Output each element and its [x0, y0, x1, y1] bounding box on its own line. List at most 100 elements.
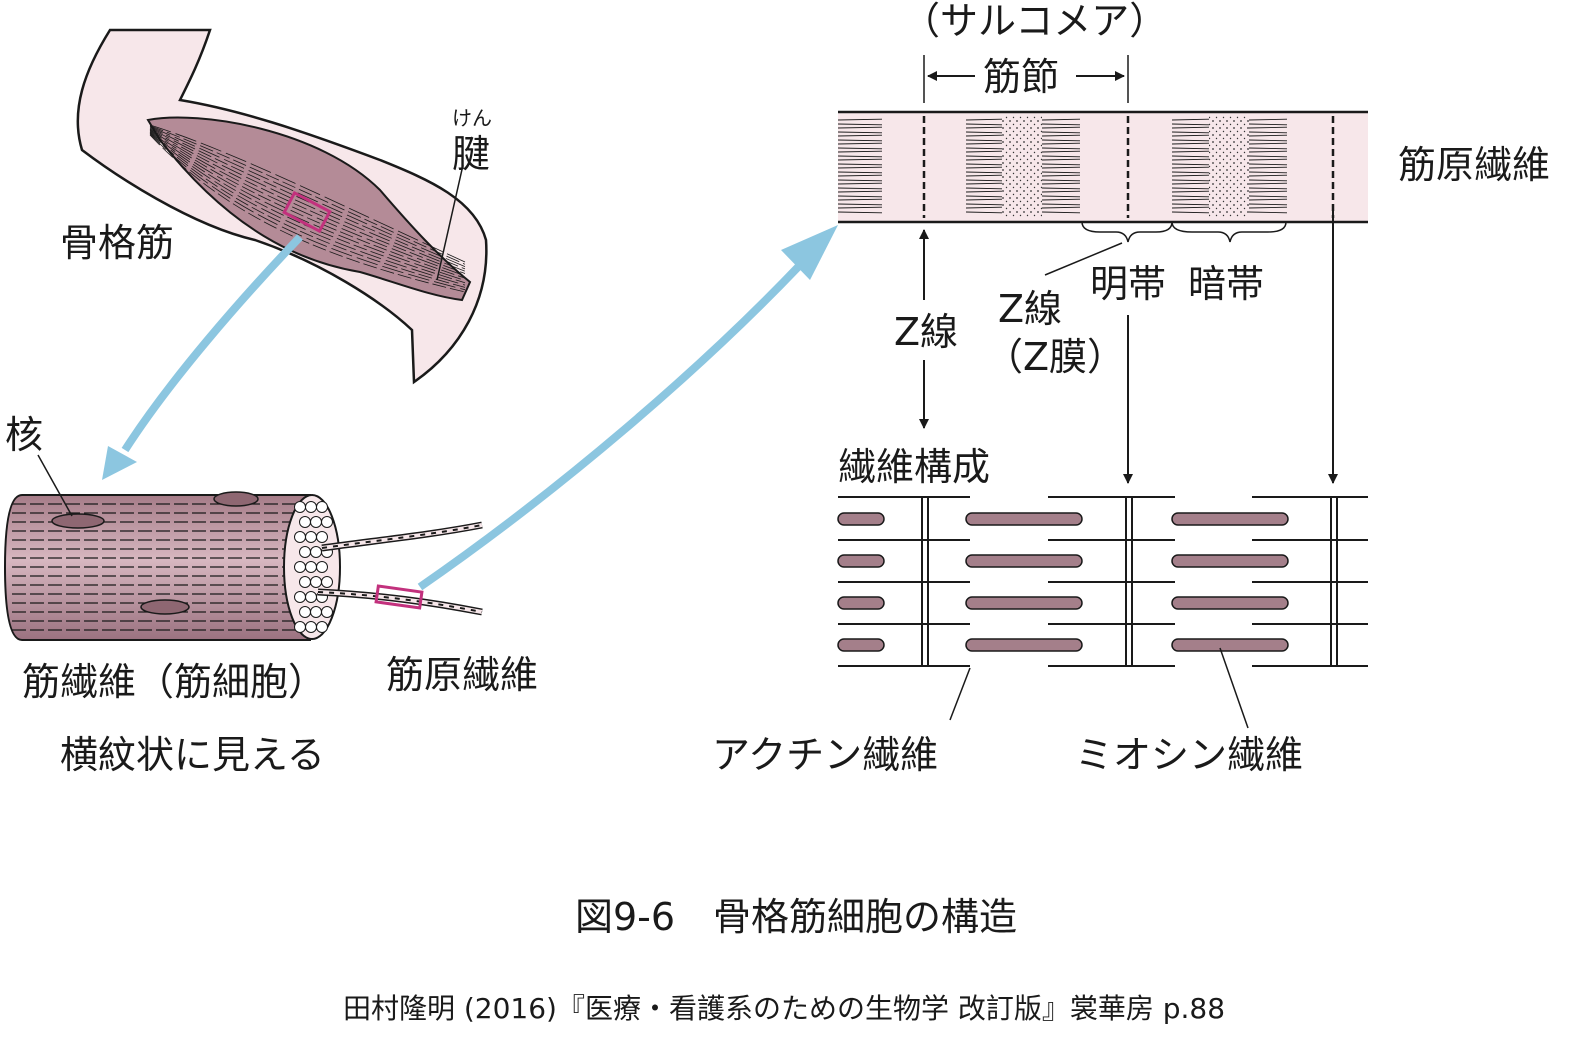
muscle-striation-line	[149, 126, 466, 267]
band-hatch-line	[1171, 211, 1210, 214]
myofibril-end-circle	[294, 621, 306, 633]
myofibril-left-label: 筋原繊維	[386, 653, 538, 697]
band-hatch-line	[837, 142, 883, 145]
nucleus-2	[213, 491, 259, 507]
band-hatch-line	[1248, 142, 1288, 145]
band-hatch-line	[837, 171, 883, 174]
muscle-striation-line	[149, 126, 466, 270]
band-hatch-line	[965, 147, 1003, 150]
band-hatch-line	[1248, 190, 1288, 193]
band-hatch-line	[1041, 195, 1081, 198]
band-hatch-line	[1041, 131, 1081, 134]
myofibril-band-diagram	[837, 110, 1368, 224]
band-hatch-line	[1171, 123, 1210, 126]
myosin-filament	[837, 596, 885, 610]
band-hatch-line	[1248, 174, 1288, 177]
fiber-structure-label: 繊維構成	[838, 445, 990, 489]
band-hatch-line	[965, 174, 1003, 177]
muscle-striation-line	[149, 124, 466, 263]
myofibril-end-circle	[316, 621, 328, 633]
myofibril-end-circle	[294, 531, 306, 543]
band-hatch-line	[1248, 118, 1288, 121]
z-line-label: Z線	[894, 310, 958, 354]
band-hatch-line	[837, 134, 883, 137]
h-zone-1	[1002, 116, 1042, 218]
band-hatch-line	[1171, 187, 1210, 190]
myosin-filament	[965, 512, 1083, 526]
z-line2-label: Z線	[998, 287, 1062, 331]
band-hatch-line	[837, 198, 883, 201]
band-hatch-line	[837, 139, 883, 142]
band-hatch-line	[965, 179, 1003, 182]
myofibril-end-circle	[299, 576, 311, 588]
muscle-highlight-box	[282, 190, 332, 234]
band-hatch-line	[1171, 166, 1210, 169]
band-hatch-line	[1041, 190, 1081, 193]
myofibril-end-circle	[310, 516, 322, 528]
band-hatch-line	[837, 123, 883, 126]
band-hatch-line	[1041, 118, 1081, 121]
band-hatch-line	[837, 126, 883, 129]
band-hatch-line	[1171, 131, 1210, 134]
muscle-striation-line	[149, 127, 466, 272]
myofibril-end-circle	[305, 591, 317, 603]
band-hatch-line	[837, 158, 883, 161]
band-hatch-line	[1171, 147, 1210, 150]
band-hatch-line	[965, 187, 1003, 190]
band-hatch-line	[1041, 123, 1081, 126]
myofibril-end-circle	[299, 546, 311, 558]
band-hatch-line	[1171, 171, 1210, 174]
myofibril-end-circle	[305, 531, 317, 543]
band-hatch-line	[1248, 179, 1288, 182]
band-hatch-line	[1171, 195, 1210, 198]
band-hatch-line	[1041, 182, 1081, 185]
band-hatch-line	[1041, 150, 1081, 153]
band-hatch-line	[1171, 198, 1210, 201]
band-hatch-line	[1171, 150, 1210, 153]
muscle-striation-line	[149, 134, 466, 293]
band-hatch-line	[965, 126, 1003, 129]
band-hatch-line	[1171, 203, 1210, 206]
band-down-arrows	[1123, 210, 1338, 484]
figure-caption: 図9-6 骨格筋細胞の構造	[575, 895, 1017, 939]
myosin-filament	[837, 512, 885, 526]
band-hatch-line	[965, 131, 1003, 134]
band-hatch-line	[1041, 163, 1081, 166]
myosin-filament	[965, 638, 1083, 652]
band-hatch-line	[1248, 158, 1288, 161]
band-hatch-line	[837, 118, 883, 121]
band-braces	[1044, 221, 1287, 276]
band-hatch-line	[1248, 147, 1288, 150]
band-hatch-line	[1248, 171, 1288, 174]
band-hatch-line	[1248, 166, 1288, 169]
myofibril-highlight-box	[374, 584, 424, 610]
zoom-arrow-to-myofibril	[417, 225, 838, 591]
band-hatch-line	[1041, 179, 1081, 182]
muscle-striation-line	[149, 133, 466, 291]
muscle-fiber-cylinder	[3, 491, 341, 641]
muscle-striation-line	[149, 131, 466, 284]
band-hatch-line	[1041, 134, 1081, 137]
myosin-filament	[1171, 638, 1289, 652]
band-hatch-line	[837, 187, 883, 190]
band-hatch-line	[965, 206, 1003, 209]
band-hatch-line	[1248, 131, 1288, 134]
myosin-filament	[837, 554, 885, 568]
myofibril-bundle-end	[294, 501, 333, 633]
muscle-striation-line	[149, 133, 466, 288]
band-hatch-line	[837, 150, 883, 153]
band-hatch-line	[837, 179, 883, 182]
filament-structure	[837, 496, 1368, 667]
h-zone-2	[1209, 116, 1249, 218]
band-hatch-line	[837, 206, 883, 209]
band-hatch-line	[1041, 147, 1081, 150]
myosin-label: ミオシン繊維	[1075, 733, 1303, 777]
band-hatch-line	[965, 190, 1003, 193]
band-hatch-line	[1041, 126, 1081, 129]
myofibril-end-circle	[316, 531, 328, 543]
nucleus-1	[51, 513, 105, 529]
band-hatch-line	[1171, 182, 1210, 185]
z-lines	[922, 116, 1335, 218]
sarcomere-jp-label: 筋節	[983, 55, 1059, 99]
